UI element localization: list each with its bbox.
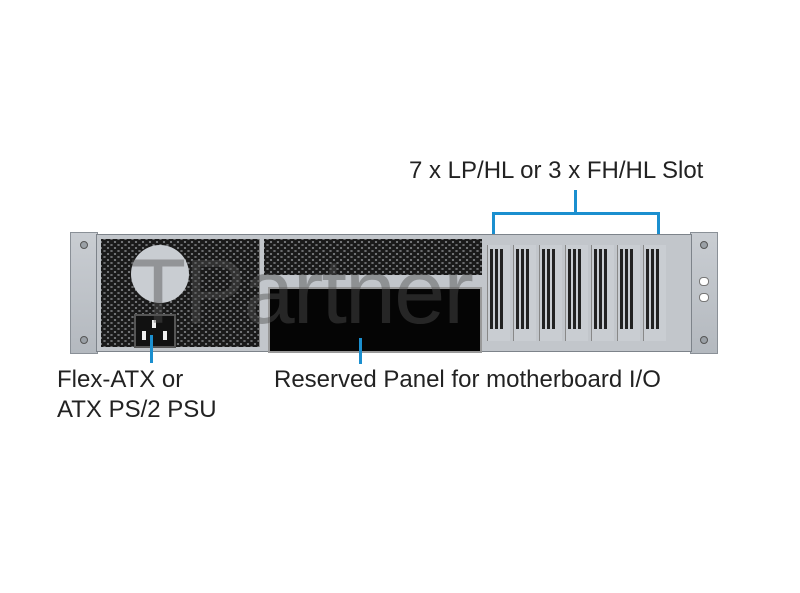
- expansion-slot: [565, 245, 588, 341]
- expansion-slot: [617, 245, 640, 341]
- psu-label-line1: Flex-ATX or: [57, 366, 184, 393]
- expansion-slots: [487, 235, 687, 351]
- slots-callout-stem: [574, 190, 577, 214]
- right-rack-ear: [690, 232, 718, 354]
- expansion-slot: [539, 245, 562, 341]
- expansion-slot: [513, 245, 536, 341]
- psu-fan: [131, 245, 189, 303]
- slots-callout-right: [657, 212, 660, 242]
- slots-callout-bar: [492, 212, 660, 215]
- psu-bay: [101, 239, 260, 348]
- io-callout-line: [359, 338, 362, 364]
- left-rack-ear: [70, 232, 98, 354]
- vent-area: [264, 239, 482, 275]
- motherboard-io-panel: [268, 287, 482, 353]
- slots-callout-left: [492, 212, 495, 242]
- psu-callout-line: [150, 335, 153, 363]
- expansion-slot: [643, 245, 666, 341]
- slots-label: 7 x LP/HL or 3 x FH/HL Slot: [409, 157, 704, 184]
- psu-label-line2: ATX PS/2 PSU: [57, 396, 217, 423]
- ac-power-inlet: [134, 314, 176, 348]
- io-panel-label: Reserved Panel for motherboard I/O: [274, 366, 661, 393]
- expansion-slot: [487, 245, 510, 341]
- expansion-slot: [591, 245, 614, 341]
